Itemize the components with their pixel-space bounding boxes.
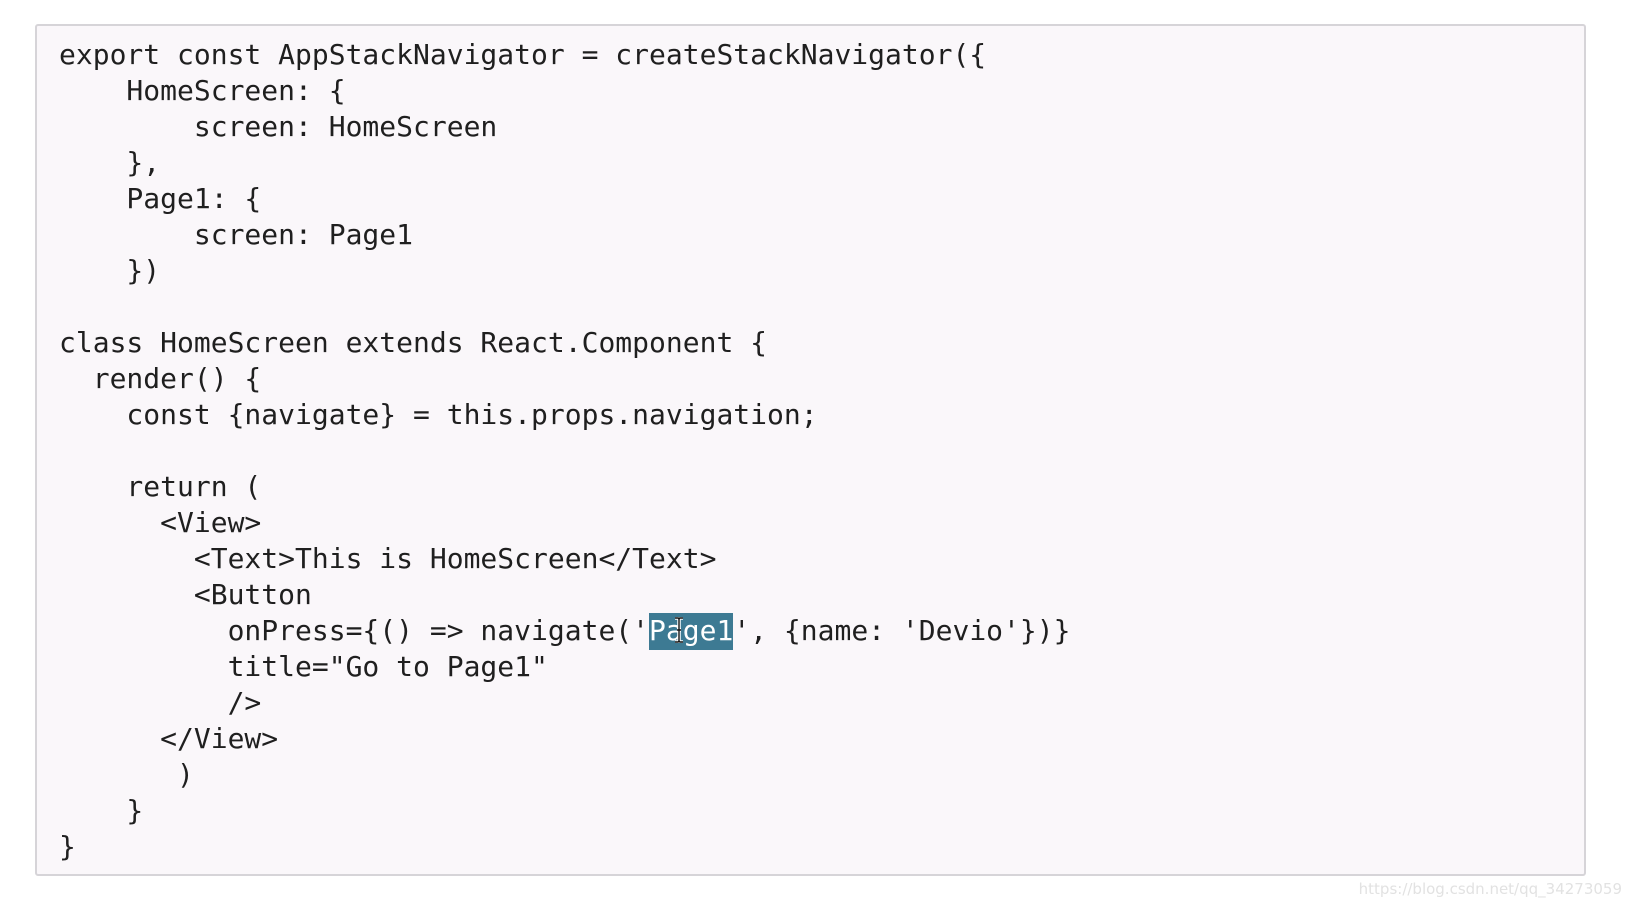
code-line: <View> <box>59 506 262 539</box>
code-line: ) <box>59 758 194 791</box>
code-line: export const AppStackNavigator = createS… <box>59 38 987 71</box>
text-selection[interactable]: Page1 <box>649 613 734 650</box>
code-line: HomeScreen: { <box>59 74 346 107</box>
watermark: https://blog.csdn.net/qq_34273059 <box>1358 880 1622 898</box>
code-line: title="Go to Page1" <box>59 650 548 683</box>
code-line: screen: Page1 <box>59 218 414 251</box>
code-text-before-selection: onPress={() => navigate(' <box>59 614 650 647</box>
code-text-after-selection: ', {name: 'Devio'})} <box>733 614 1071 647</box>
code-line: /> <box>59 686 262 719</box>
code-line: render() { <box>59 362 262 395</box>
code-line: Page1: { <box>59 182 262 215</box>
i-beam-cursor-icon <box>675 617 684 643</box>
code-block: export const AppStackNavigator = createS… <box>59 37 1070 865</box>
code-line: }, <box>59 146 161 179</box>
code-line <box>59 289 1070 325</box>
code-line: class HomeScreen extends React.Component… <box>59 326 768 359</box>
code-line: return ( <box>59 470 262 503</box>
code-line <box>59 433 1070 469</box>
selected-text: Page1 <box>649 614 734 647</box>
code-line: <Button <box>59 578 312 611</box>
code-line: <Text>This is HomeScreen</Text> <box>59 542 717 575</box>
code-line: screen: HomeScreen <box>59 110 498 143</box>
code-line-highlighted[interactable]: onPress={() => navigate('Page1', {name: … <box>59 613 1071 650</box>
code-line: } <box>59 794 144 827</box>
code-line: const {navigate} = this.props.navigation… <box>59 398 818 431</box>
code-line: }) <box>59 254 161 287</box>
code-panel: export const AppStackNavigator = createS… <box>35 24 1586 876</box>
code-line: } <box>59 830 76 863</box>
code-line: </View> <box>59 722 279 755</box>
